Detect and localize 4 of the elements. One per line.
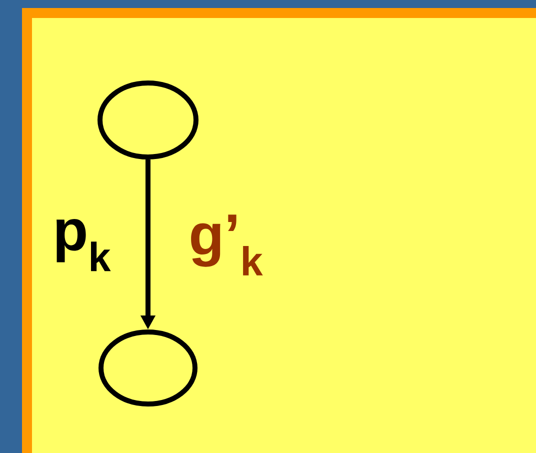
ellipse-node	[98, 330, 198, 406]
symbol-label: p$_{k}$	[56, 218, 111, 272]
symbol-label: g’$_{k}$	[191, 214, 263, 276]
ellipse-node	[98, 80, 198, 160]
